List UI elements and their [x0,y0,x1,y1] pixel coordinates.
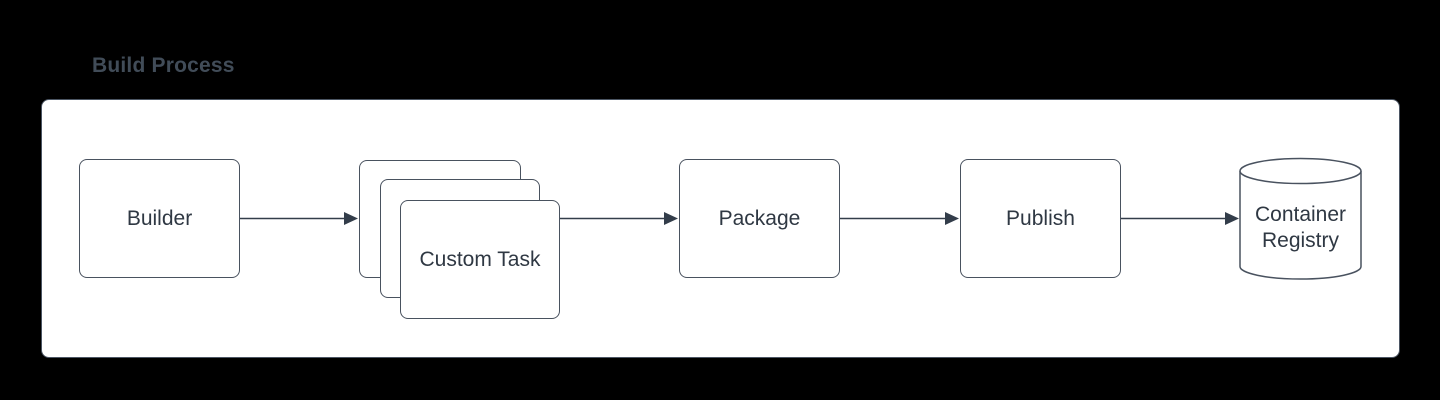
node-publish-label: Publish [1006,206,1075,230]
connector-publish-to-container-registry[interactable] [1121,212,1239,225]
arrowhead-icon [1225,212,1239,225]
node-container-registry-label: Container Registry [1254,203,1347,252]
node-package-label: Package [718,206,801,230]
node-container-registry-shape[interactable] [1239,157,1362,280]
node-custom-task-label: Custom Task [419,247,541,271]
node-publish[interactable]: Publish [960,159,1121,278]
connector-package-to-publish[interactable] [840,212,959,225]
node-package[interactable]: Package [679,159,840,278]
cylinder-top-ellipse [1239,157,1362,185]
diagram-title: Build Process [92,54,235,77]
arrowhead-icon [945,212,959,225]
arrowhead-icon [344,212,358,225]
node-builder[interactable]: Builder [79,159,240,278]
node-custom-task[interactable]: Custom Task [400,200,560,319]
connector-builder-to-custom-task[interactable] [240,212,358,225]
node-builder-label: Builder [126,206,193,230]
arrowhead-icon [664,212,678,225]
